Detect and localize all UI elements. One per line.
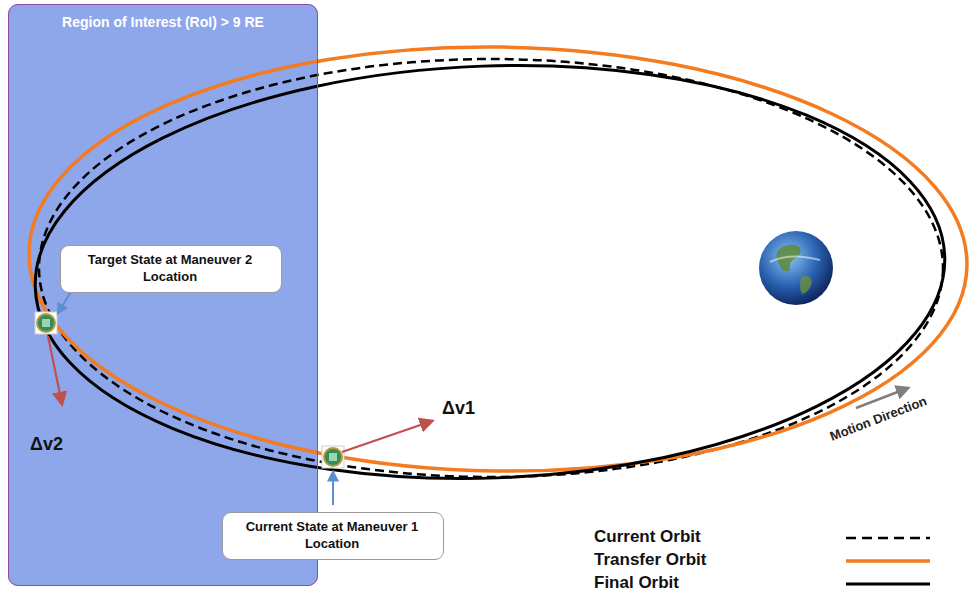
final-orbit (28, 50, 952, 494)
delta-v-arrow (342, 421, 432, 452)
legend-sample (846, 583, 930, 586)
callout-text: Current State at Maneuver 1 Location (237, 519, 427, 553)
region-title: Region of Interest (RoI) > 9 RE (9, 14, 317, 30)
delta-v-arrow (48, 336, 62, 404)
legend-sample (846, 559, 930, 563)
legend-text: Current Orbit (594, 527, 701, 547)
spacecraft-icon (35, 312, 57, 334)
transfer-orbit (26, 40, 970, 477)
spacecraft-icon (322, 446, 344, 468)
legend-text: Final Orbit (594, 573, 679, 591)
region-fill (8, 4, 318, 586)
legend-text: Transfer Orbit (594, 550, 706, 570)
leader-arrow (332, 472, 334, 505)
leader-arrow (58, 290, 72, 313)
delta-v-label: Δv1 (442, 398, 475, 419)
delta-v-label: Δv2 (30, 434, 63, 455)
earth (759, 231, 833, 305)
callout-text: Target State at Maneuver 2 Location (75, 252, 265, 286)
region-band: Region of Interest (RoI) > 9 RE Target St… (8, 4, 318, 586)
current-orbit (39, 59, 943, 477)
callout-box: Target State at Maneuver 2 Location (60, 245, 282, 293)
callout-box: Current State at Maneuver 1 Location (222, 512, 444, 560)
legend-sample (846, 537, 930, 540)
